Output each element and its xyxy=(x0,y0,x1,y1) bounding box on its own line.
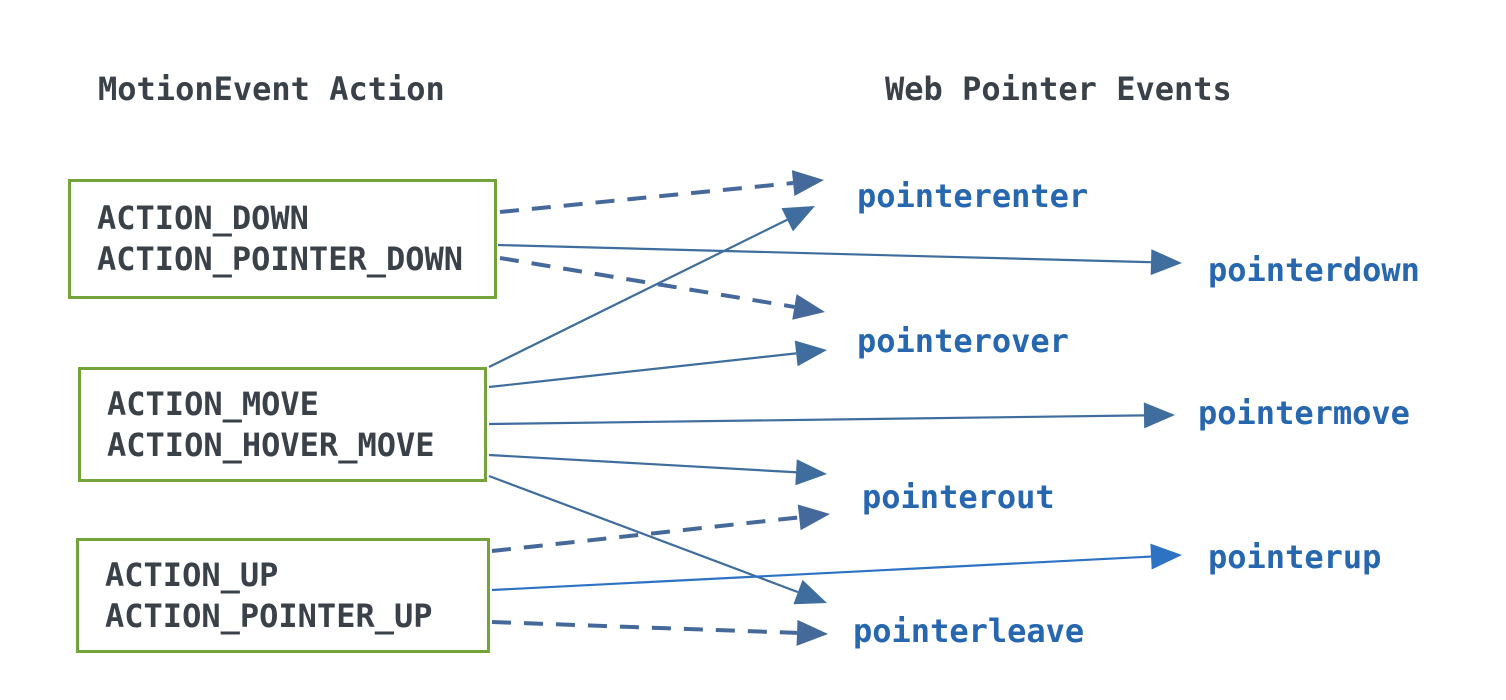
action-label: ACTION_POINTER_DOWN xyxy=(97,240,464,278)
arrowhead-up-to-pointerup xyxy=(1150,543,1182,570)
action-label: ACTION_MOVE xyxy=(107,384,319,423)
event-label-pointermove: pointermove xyxy=(1198,394,1410,432)
arrowhead-down-to-pointerenter xyxy=(791,170,824,196)
event-label-pointerover: pointerover xyxy=(857,322,1069,360)
arrow-line-up-to-pointerleave xyxy=(491,620,798,635)
action-box-move: ACTION_MOVE ACTION_HOVER_MOVE xyxy=(78,367,487,482)
arrowhead-move-to-pointerout xyxy=(795,459,827,486)
arrowhead-move-to-pointerenter xyxy=(781,206,815,232)
action-label: ACTION_UP xyxy=(105,555,279,594)
arrowhead-move-to-pointermove xyxy=(1143,402,1175,429)
arrow-line-move-to-pointerover xyxy=(488,352,797,389)
arrowhead-down-to-pointerdown xyxy=(1150,249,1182,276)
event-label-pointerout: pointerout xyxy=(862,478,1055,516)
arrow-line-move-to-pointerleave xyxy=(488,474,799,594)
action-label: ACTION_DOWN xyxy=(97,199,309,237)
arrow-line-down-to-pointerdown xyxy=(497,243,1152,264)
action-box-up: ACTION_UP ACTION_POINTER_UP xyxy=(76,538,490,653)
arrow-line-up-to-pointerup xyxy=(491,555,1152,592)
arrowhead-move-to-pointerleave xyxy=(793,579,827,605)
arrow-line-move-to-pointermove xyxy=(488,414,1145,426)
arrow-line-down-to-pointerenter xyxy=(499,181,794,214)
arrowhead-down-to-pointerover xyxy=(792,294,825,320)
event-label-pointerup: pointerup xyxy=(1208,538,1382,576)
arrowhead-up-to-pointerout xyxy=(797,504,830,531)
event-label-pointerdown: pointerdown xyxy=(1208,251,1420,289)
arrowhead-move-to-pointerover xyxy=(794,340,827,367)
arrow-line-move-to-pointerout xyxy=(488,453,797,474)
arrow-line-down-to-pointerover xyxy=(499,256,795,309)
event-label-pointerenter: pointerenter xyxy=(857,177,1089,215)
event-label-pointerleave: pointerleave xyxy=(853,612,1085,650)
action-box-down: ACTION_DOWN ACTION_POINTER_DOWN xyxy=(68,179,497,299)
column-title-web-pointer-events: Web Pointer Events xyxy=(885,70,1232,108)
arrow-line-move-to-pointerenter xyxy=(488,218,788,368)
action-label: ACTION_POINTER_UP xyxy=(105,596,433,635)
column-title-motionevent-action: MotionEvent Action xyxy=(98,70,445,108)
action-label: ACTION_HOVER_MOVE xyxy=(107,425,435,464)
arrow-line-up-to-pointerout xyxy=(491,515,800,553)
arrowhead-up-to-pointerleave xyxy=(796,619,828,646)
